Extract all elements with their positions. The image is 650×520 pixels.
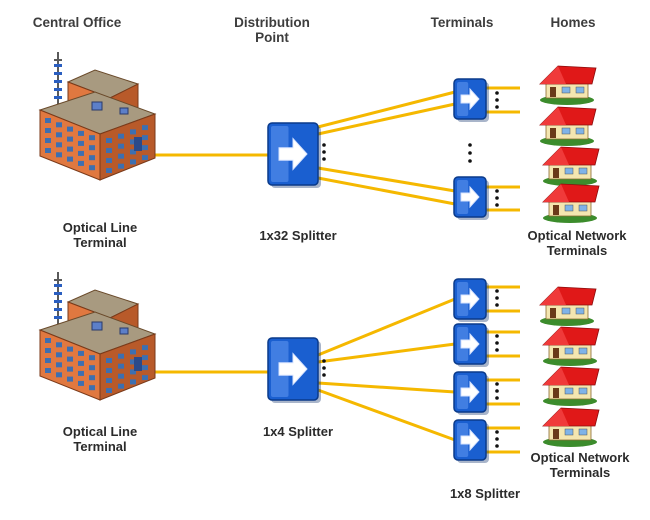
bottom-terminal4-dots: [495, 430, 499, 448]
fiber-bottom-4: [317, 388, 456, 442]
bottom-central-office-building-icon: [38, 272, 157, 401]
arrow-shape: [460, 380, 480, 404]
window: [564, 347, 574, 355]
arrow-shape: [460, 287, 480, 311]
fiber-top-4: [317, 176, 456, 206]
top-terminals-vertical-dots: [468, 143, 472, 163]
header-homes: Homes: [550, 15, 596, 30]
window: [564, 387, 574, 395]
bottom-terminal-3-icon: [453, 371, 489, 415]
arrow-shape: [278, 352, 308, 386]
top-olt-label-line1: Optical Line: [62, 220, 138, 235]
fiber-top-3: [317, 166, 456, 193]
fiber-lines: [145, 86, 520, 454]
door: [553, 388, 559, 398]
fiber-bottom-2: [317, 342, 456, 364]
top-ont-label-line2: Terminals: [546, 243, 608, 258]
door: [553, 429, 559, 439]
window: [564, 204, 574, 212]
header-distribution-point: Distribution Point: [222, 15, 322, 45]
window: [564, 167, 574, 175]
arrow-shape: [460, 332, 480, 356]
door: [553, 348, 559, 358]
door: [553, 168, 559, 178]
top-central-office-building-icon: [38, 52, 157, 181]
arrow-shape: [278, 137, 308, 171]
entrance: [134, 357, 142, 371]
window: [578, 347, 588, 355]
bottom-olt-label-line2: Terminal: [73, 439, 127, 454]
wall: [99, 333, 156, 401]
fiber-top-1: [317, 90, 456, 129]
fiber-bottom-1: [317, 297, 456, 357]
top-house-4-icon: [542, 183, 600, 223]
arrow-shape: [460, 185, 480, 209]
top-terminal-1-icon: [453, 78, 489, 122]
bottom-house-3-icon: [542, 366, 600, 406]
fiber-top-2: [317, 102, 456, 136]
header-terminals: Terminals: [430, 15, 494, 30]
top-1x32-splitter-icon: [267, 122, 321, 188]
window: [578, 167, 588, 175]
header-distribution-line1: Distribution: [234, 15, 310, 30]
arrow-shape: [460, 428, 480, 452]
window: [575, 127, 585, 135]
window: [578, 204, 588, 212]
header-distribution-line2: Point: [255, 30, 289, 45]
bottom-terminal3-dots: [495, 382, 499, 400]
bottom-house-4-icon: [542, 407, 600, 447]
wall: [99, 113, 156, 181]
bottom-olt-label: Optical Line Terminal: [40, 424, 160, 454]
top-olt-label-line2: Terminal: [73, 235, 127, 250]
top-olt-label: Optical Line Terminal: [40, 220, 160, 250]
bottom-house-1-icon: [539, 286, 597, 326]
bottom-ont-label-line1: Optical Network: [530, 450, 630, 465]
header-central-office: Central Office: [32, 15, 122, 30]
door: [550, 308, 556, 318]
window: [578, 428, 588, 436]
bottom-ont-label-line2: Terminals: [549, 465, 611, 480]
top-terminal-2-icon: [453, 176, 489, 220]
bottom-house-2-icon: [542, 326, 600, 366]
window: [575, 86, 585, 94]
top-terminal1-dots: [495, 91, 499, 109]
bottom-terminal-2-icon: [453, 323, 489, 367]
door: [553, 205, 559, 215]
devices: [38, 52, 600, 463]
top-splitter-dots: [322, 143, 326, 161]
bottom-splitter-dots: [322, 359, 326, 377]
window: [575, 307, 585, 315]
entrance: [134, 137, 142, 151]
bottom-ont-label: Optical Network Terminals: [515, 450, 645, 480]
top-house-3-icon: [542, 146, 600, 186]
door: [550, 128, 556, 138]
window: [561, 307, 571, 315]
top-house-1-icon: [539, 65, 597, 105]
fiber-bottom-3: [317, 381, 456, 394]
window: [578, 387, 588, 395]
top-terminal2-dots: [495, 189, 499, 207]
bottom-splitter-label: 1x4 Splitter: [262, 424, 334, 439]
bottom-1x4-splitter-icon: [267, 337, 321, 403]
top-house-2-icon: [539, 106, 597, 146]
bottom-terminal-splitter-label: 1x8 Splitter: [449, 486, 521, 501]
arrow-shape: [460, 87, 480, 111]
bottom-terminal2-dots: [495, 334, 499, 352]
door: [550, 87, 556, 97]
top-splitter-label: 1x32 Splitter: [259, 228, 337, 243]
bottom-terminal-1-icon: [453, 278, 489, 322]
bottom-terminal-4-icon: [453, 419, 489, 463]
top-ont-label-line1: Optical Network: [527, 228, 627, 243]
bottom-terminal1-dots: [495, 289, 499, 307]
window: [561, 86, 571, 94]
window: [561, 127, 571, 135]
window: [564, 428, 574, 436]
bottom-olt-label-line1: Optical Line: [62, 424, 138, 439]
top-ont-label: Optical Network Terminals: [512, 228, 642, 258]
